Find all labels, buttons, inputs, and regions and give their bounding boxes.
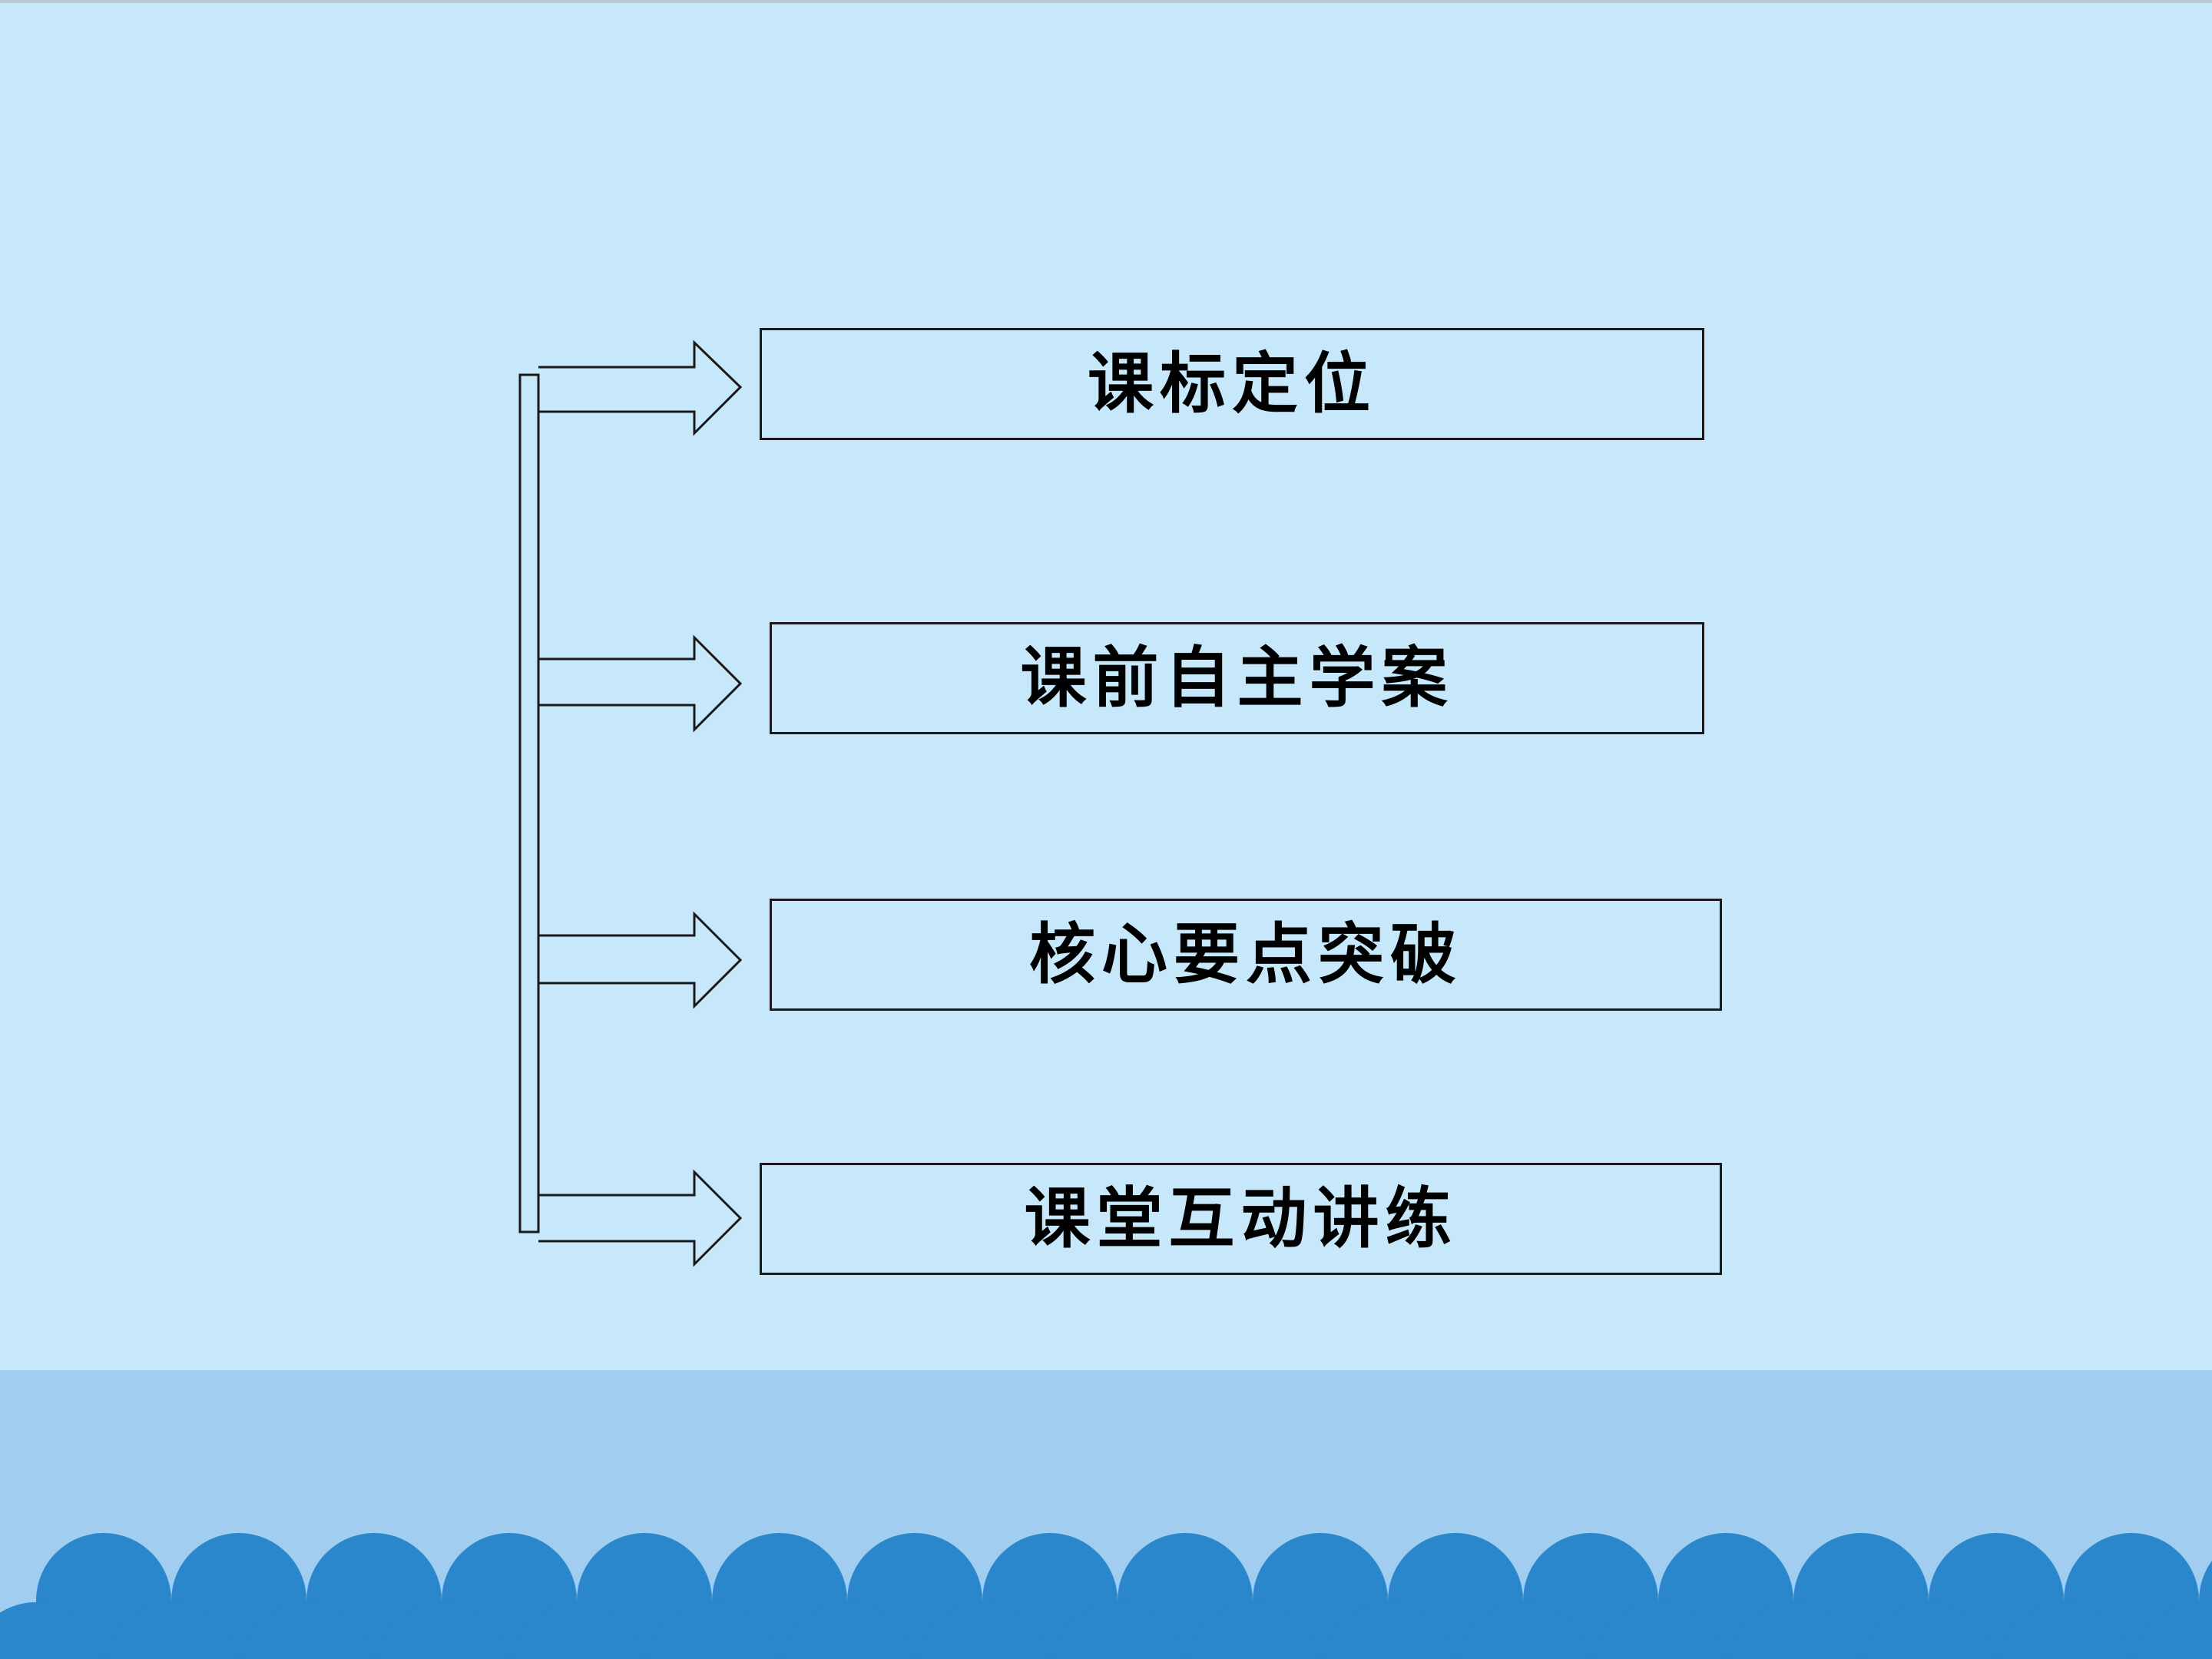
bracket-bar (518, 373, 540, 1233)
wave-scallop-front (510, 1602, 644, 1659)
wave-scallop-front (916, 1602, 1049, 1659)
top-border-line (0, 0, 2212, 3)
node-box-4: 课堂互动讲练 (760, 1163, 1722, 1275)
wave-scallop-front (0, 1602, 103, 1659)
arrow-1 (538, 339, 743, 436)
node-label-3: 核心要点突破 (1029, 916, 1462, 993)
node-box-2: 课前自主学案 (770, 622, 1704, 734)
wave-scallop-front (780, 1602, 914, 1659)
wave-scallop-front (1727, 1602, 1860, 1659)
wave-scallop-front (1862, 1602, 1995, 1659)
node-label-2: 课前自主学案 (1020, 639, 1454, 717)
wave-scallop-front (1321, 1602, 1455, 1659)
wave-scallop-front (1997, 1602, 2131, 1659)
arrow-2 (538, 634, 743, 733)
wave-scallop-front (645, 1602, 779, 1659)
wave-scallop-front (1186, 1602, 1320, 1659)
wave-scallop-front (1456, 1602, 1590, 1659)
node-label-4: 课堂互动讲练 (1024, 1180, 1458, 1257)
footer-wave-band (0, 1370, 2212, 1659)
wave-decoration (0, 1533, 2212, 1659)
wave-scallop-front (240, 1602, 373, 1659)
wave-scallop-front (1591, 1602, 1725, 1659)
wave-scallop-front (1051, 1602, 1184, 1659)
arrow-4 (538, 1169, 743, 1267)
node-box-3: 核心要点突破 (770, 899, 1722, 1011)
bracket-flow-diagram: 课标定位 课前自主学案 核心要点突破 课堂互动讲练 (518, 328, 1722, 1275)
node-label-1: 课标定位 (1088, 345, 1376, 422)
wave-scallop-front (104, 1602, 238, 1659)
wave-scallop-front (375, 1602, 508, 1659)
connector-layer (518, 339, 743, 1267)
node-box-1: 课标定位 (760, 328, 1704, 440)
arrow-3 (538, 911, 743, 1009)
wave-scallop-front (2132, 1602, 2212, 1659)
